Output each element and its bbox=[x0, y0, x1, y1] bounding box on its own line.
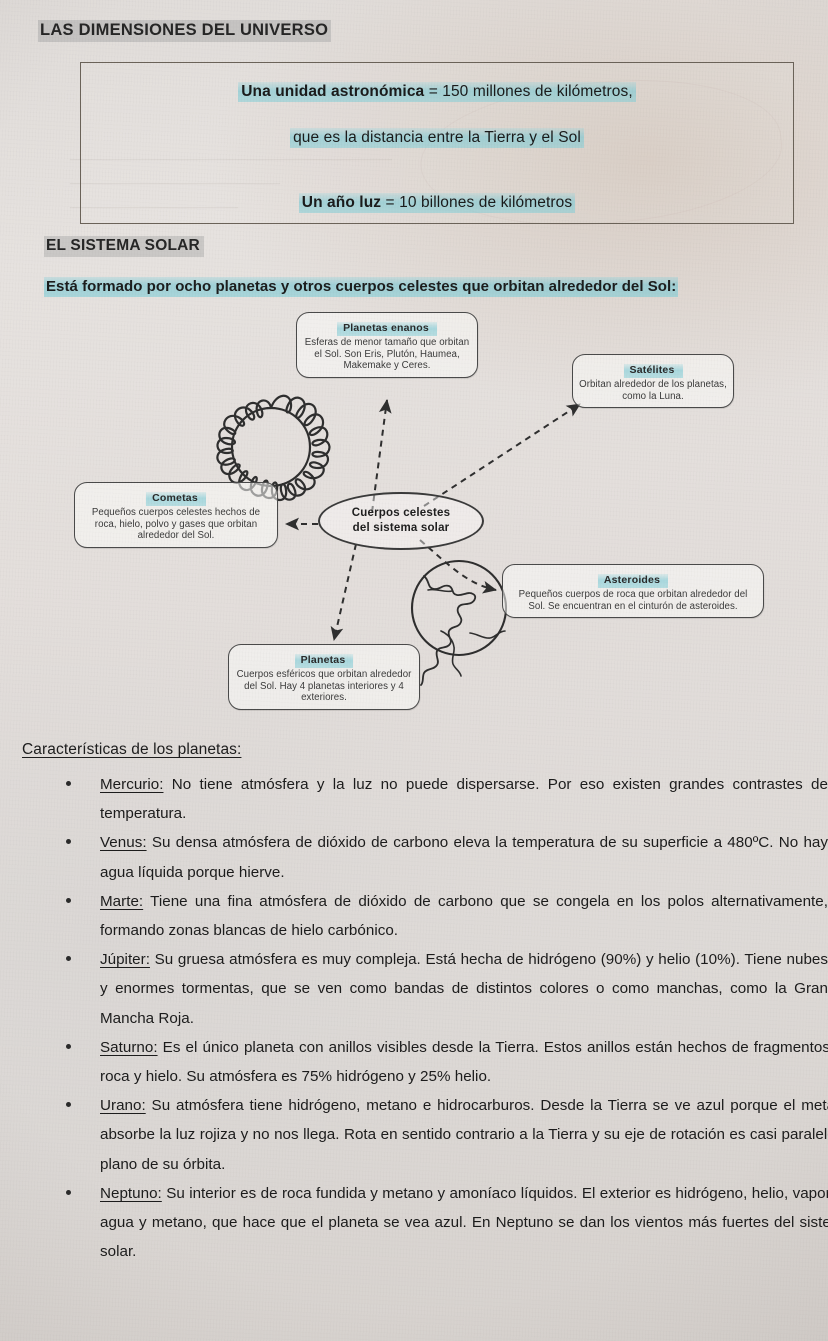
solar-system-concept-diagram: Planetas enanos Esferas de menor tamaño … bbox=[0, 300, 828, 720]
connector-center-to-planets bbox=[330, 543, 357, 641]
node-body: Cuerpos esféricos que orbitan alrededor … bbox=[236, 668, 412, 704]
connector-center-to-dwarf-planets bbox=[371, 399, 392, 513]
definition-value: = 150 millones de kilómetros, bbox=[424, 83, 633, 100]
list-item: Saturno: Es el único planeta con anillos… bbox=[58, 1033, 828, 1091]
intro-sentence: Está formado por ocho planetas y otros c… bbox=[44, 277, 784, 297]
characteristics-heading: Características de los planetas: bbox=[22, 741, 242, 758]
list-item: Marte: Tiene una fina atmósfera de dióxi… bbox=[58, 887, 828, 945]
definition-term: Un año luz bbox=[301, 194, 382, 211]
planet-description: Su atmósfera tiene hidrógeno, metano e h… bbox=[100, 1097, 828, 1173]
planet-name: Mercurio: bbox=[100, 776, 164, 793]
definitions-box: Una unidad astronómica = 150 millones de… bbox=[80, 62, 794, 224]
node-title: Cometas bbox=[146, 492, 206, 506]
definition-value: que es la distancia entre la Tierra y el… bbox=[293, 129, 581, 146]
planet-description: Tiene una fina atmósfera de dióxido de c… bbox=[100, 892, 828, 940]
diagram-node-comets: Cometas Pequeños cuerpos celestes hechos… bbox=[74, 482, 278, 549]
list-item: Neptuno: Su interior es de roca fundida … bbox=[58, 1179, 828, 1267]
planet-description: No tiene atmósfera y la luz no puede dis… bbox=[100, 776, 828, 823]
definition-line-earth-sun-distance: que es la distancia entre la Tierra y el… bbox=[81, 128, 793, 148]
definition-term: Una unidad astronómica bbox=[241, 83, 425, 100]
planet-name: Venus: bbox=[100, 834, 147, 852]
planet-name: Saturno: bbox=[100, 1038, 158, 1056]
node-body: Pequeños cuerpos de roca que orbitan alr… bbox=[518, 588, 748, 612]
connector-center-to-satellites bbox=[423, 403, 581, 507]
planet-description: Su densa atmósfera de dióxido de carbono… bbox=[100, 834, 828, 881]
page-title: LAS DIMENSIONES DEL UNIVERSO bbox=[38, 20, 332, 42]
list-item: Urano: Su atmósfera tiene hidrógeno, met… bbox=[58, 1091, 828, 1179]
diagram-node-center-celestial-bodies: Cuerpos celestes del sistema solar bbox=[318, 492, 484, 550]
planet-description: Su interior es de roca fundida y metano … bbox=[100, 1184, 828, 1261]
intro-sentence-text: Está formado por ocho planetas y otros c… bbox=[44, 277, 679, 297]
planet-name: Júpiter: bbox=[100, 951, 150, 969]
planet-description: Su gruesa atmósfera es muy compleja. Est… bbox=[100, 951, 828, 1027]
bullet-dot-icon bbox=[66, 1102, 71, 1108]
bullet-dot-icon bbox=[66, 897, 71, 903]
earth-globe-drawing bbox=[410, 559, 508, 686]
node-body: Orbitan alrededor de los planetas, como … bbox=[579, 378, 727, 402]
bullet-dot-icon bbox=[66, 1043, 71, 1049]
definition-line-light-year: Un año luz = 10 billones de kilómetros bbox=[81, 193, 793, 213]
node-center-line-1: Cuerpos celestes bbox=[351, 506, 451, 519]
planet-name: Marte: bbox=[100, 892, 144, 910]
list-item: Júpiter: Su gruesa atmósfera es muy comp… bbox=[58, 945, 828, 1033]
bullet-dot-icon bbox=[66, 956, 71, 962]
planet-description: Es el único planeta con anillos visibles… bbox=[100, 1038, 828, 1086]
diagram-node-satellites: Satélites Orbitan alrededor de los plane… bbox=[572, 354, 734, 409]
diagram-node-planets: Planetas Cuerpos esféricos que orbitan a… bbox=[228, 644, 420, 711]
bullet-dot-icon bbox=[66, 781, 71, 786]
definition-value: = 10 billones de kilómetros bbox=[381, 194, 573, 211]
node-title: Planetas enanos bbox=[337, 322, 437, 336]
node-body: Esferas de menor tamaño que orbitan el S… bbox=[304, 336, 470, 372]
node-title: Satélites bbox=[623, 364, 683, 378]
node-title: Asteroides bbox=[597, 574, 669, 588]
definition-line-astronomical-unit: Una unidad astronómica = 150 millones de… bbox=[81, 82, 793, 102]
planet-name: Neptuno: bbox=[100, 1184, 162, 1202]
node-body: Pequeños cuerpos celestes hechos de roca… bbox=[91, 506, 261, 542]
list-item: Venus: Su densa atmósfera de dióxido de … bbox=[58, 828, 828, 886]
node-center-line-2: del sistema solar bbox=[352, 521, 450, 534]
section-title: EL SISTEMA SOLAR bbox=[44, 236, 204, 257]
planet-characteristics-list: Mercurio: No tiene atmósfera y la luz no… bbox=[58, 770, 828, 1266]
bullet-dot-icon bbox=[66, 1189, 71, 1195]
node-title: Planetas bbox=[294, 654, 354, 668]
planet-name: Urano: bbox=[100, 1097, 146, 1115]
list-item: Mercurio: No tiene atmósfera y la luz no… bbox=[58, 770, 828, 828]
diagram-node-asteroids: Asteroides Pequeños cuerpos de roca que … bbox=[502, 564, 764, 619]
bullet-dot-icon bbox=[66, 839, 71, 845]
diagram-node-dwarf-planets: Planetas enanos Esferas de menor tamaño … bbox=[296, 312, 478, 379]
